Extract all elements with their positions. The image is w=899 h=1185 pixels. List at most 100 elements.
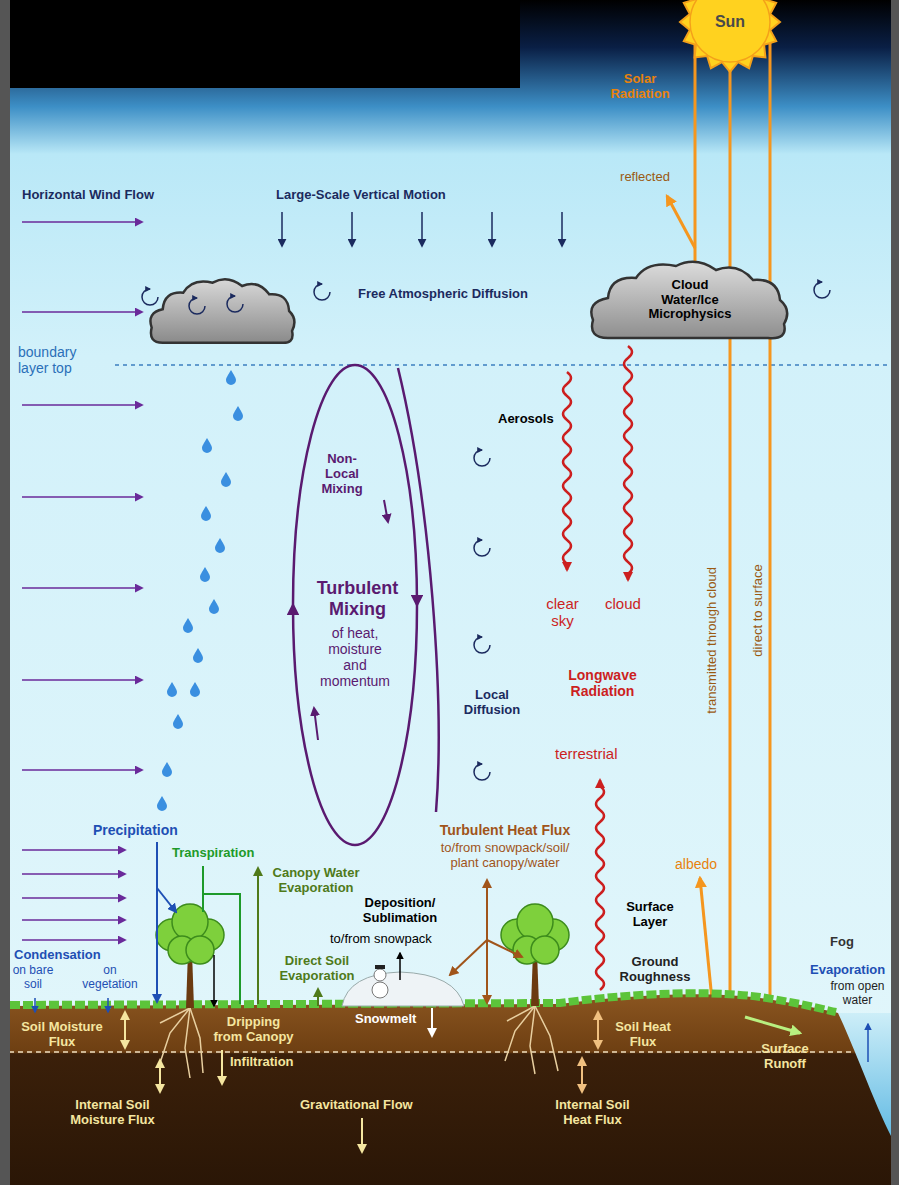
curl-arrow — [189, 298, 205, 314]
precipitation-arrow — [157, 888, 176, 912]
process-note: to/from snowpack/soil/ plant canopy/wate… — [432, 841, 578, 871]
loop-arc — [355, 365, 417, 605]
snowman-body — [372, 982, 388, 998]
condensation-arrow — [107, 998, 109, 1012]
root — [535, 1006, 558, 1071]
solar-rays — [667, 40, 770, 1008]
mixing-note: of heat, moisture and momentum — [317, 625, 393, 689]
root — [160, 1008, 190, 1023]
wind-arrow — [22, 404, 142, 406]
mixing-arrow — [384, 500, 388, 522]
soil-label: Dripping from Canopy — [212, 1015, 295, 1045]
root — [530, 1006, 535, 1074]
transpiration-line — [203, 894, 240, 1004]
raindrop — [190, 682, 200, 697]
down-arrow — [421, 212, 423, 246]
process-label: Free Atmospheric Diffusion — [358, 287, 528, 302]
albedo-ray — [700, 878, 712, 1000]
root — [507, 1006, 535, 1021]
process-label: Turbulent Heat Flux — [410, 822, 600, 838]
infiltration-arrow — [221, 1050, 223, 1084]
raindrop — [157, 796, 167, 811]
cloud-outline — [591, 262, 787, 338]
tree — [501, 904, 569, 1074]
soil-label: Soil Moisture Flux — [12, 1020, 112, 1050]
vertical-motion-arrows — [282, 212, 562, 246]
roots — [505, 1006, 558, 1074]
frame-edge — [0, 0, 10, 1185]
soil-heat-arrow — [581, 1058, 583, 1092]
process-note: from open water — [820, 980, 895, 1008]
canopy — [501, 904, 569, 964]
leaf-blob — [186, 936, 214, 964]
mixing-arrow — [314, 708, 318, 740]
ray-label: albedo — [675, 856, 717, 872]
process-label: Direct Soil Evaporation — [272, 954, 362, 984]
raindrop — [167, 682, 177, 697]
curl-arrow — [142, 289, 158, 305]
solar-ray-connector — [694, 41, 697, 264]
soil-heat-arrow — [597, 1012, 599, 1048]
process-note: to/from snowpack — [330, 932, 432, 947]
wind-arrow — [22, 873, 125, 875]
process-label: Condensation — [14, 948, 101, 963]
ray-label: transmitted through cloud — [705, 567, 720, 714]
curl-arrow — [474, 764, 490, 780]
soil-label: Surface Runoff — [750, 1042, 820, 1072]
process-label: Large-Scale Vertical Motion — [276, 188, 446, 203]
sun-rays — [680, 0, 780, 72]
process-label: Precipitation — [93, 822, 178, 838]
raindrop — [209, 599, 219, 614]
soil-label: Gravitational Flow — [300, 1098, 413, 1113]
leaf-blob — [517, 904, 553, 940]
snowpack — [342, 972, 464, 1006]
wind-arrow — [22, 587, 142, 589]
radiation-label: Solar Radiation — [600, 72, 680, 102]
soil-label: Internal Soil Moisture Flux — [60, 1098, 165, 1128]
sun-disc — [690, 0, 770, 62]
sun-shape — [680, 0, 780, 72]
down-arrow — [491, 212, 493, 246]
ray-label: clear sky — [540, 595, 585, 630]
curl-arrow — [474, 637, 490, 653]
process-label: Fog — [830, 935, 854, 950]
moisture-flux-arrow — [124, 1012, 126, 1048]
mixing-label: Non-Local Mixing — [312, 452, 372, 497]
wavy-ray — [624, 346, 632, 580]
process-note: on vegetation — [78, 964, 142, 992]
outer-mixing-curve — [398, 368, 439, 812]
wind-arrow — [22, 769, 142, 771]
curl-arrow — [814, 282, 830, 298]
snowmelt-arrow — [431, 1008, 433, 1036]
curl-arrow — [474, 540, 490, 556]
sublimation-arrow — [399, 953, 401, 980]
process-label: Transpiration — [172, 846, 254, 861]
mixing-loop — [293, 365, 439, 845]
process-label: Horizontal Wind Flow — [22, 188, 154, 203]
cloud-node: Cloud Water/Ice Microphysics — [588, 258, 792, 342]
snowman-head — [374, 969, 386, 981]
drip-arrow — [213, 955, 215, 1006]
process-note: on bare soil — [8, 964, 58, 992]
raindrop — [233, 406, 243, 421]
sun-node: Sun — [680, 0, 780, 72]
black-bar — [10, 0, 520, 88]
reflected-ray — [667, 196, 695, 248]
wind-arrow — [22, 679, 142, 681]
raindrop — [162, 762, 172, 777]
cloud-shape — [150, 279, 294, 343]
transpiration-line — [202, 866, 204, 912]
roots — [160, 1008, 203, 1078]
process-label: Aerosols — [498, 412, 554, 427]
root — [190, 1008, 203, 1073]
ray-label: reflected — [605, 170, 685, 185]
tree — [156, 904, 224, 1078]
down-arrow — [351, 212, 353, 246]
water-evaporation-arrow — [867, 1024, 869, 1062]
raindrop — [202, 438, 212, 453]
raindrop — [183, 618, 193, 633]
direct-ray — [769, 40, 772, 1008]
raindrop — [221, 472, 231, 487]
wind-arrow — [22, 939, 125, 941]
